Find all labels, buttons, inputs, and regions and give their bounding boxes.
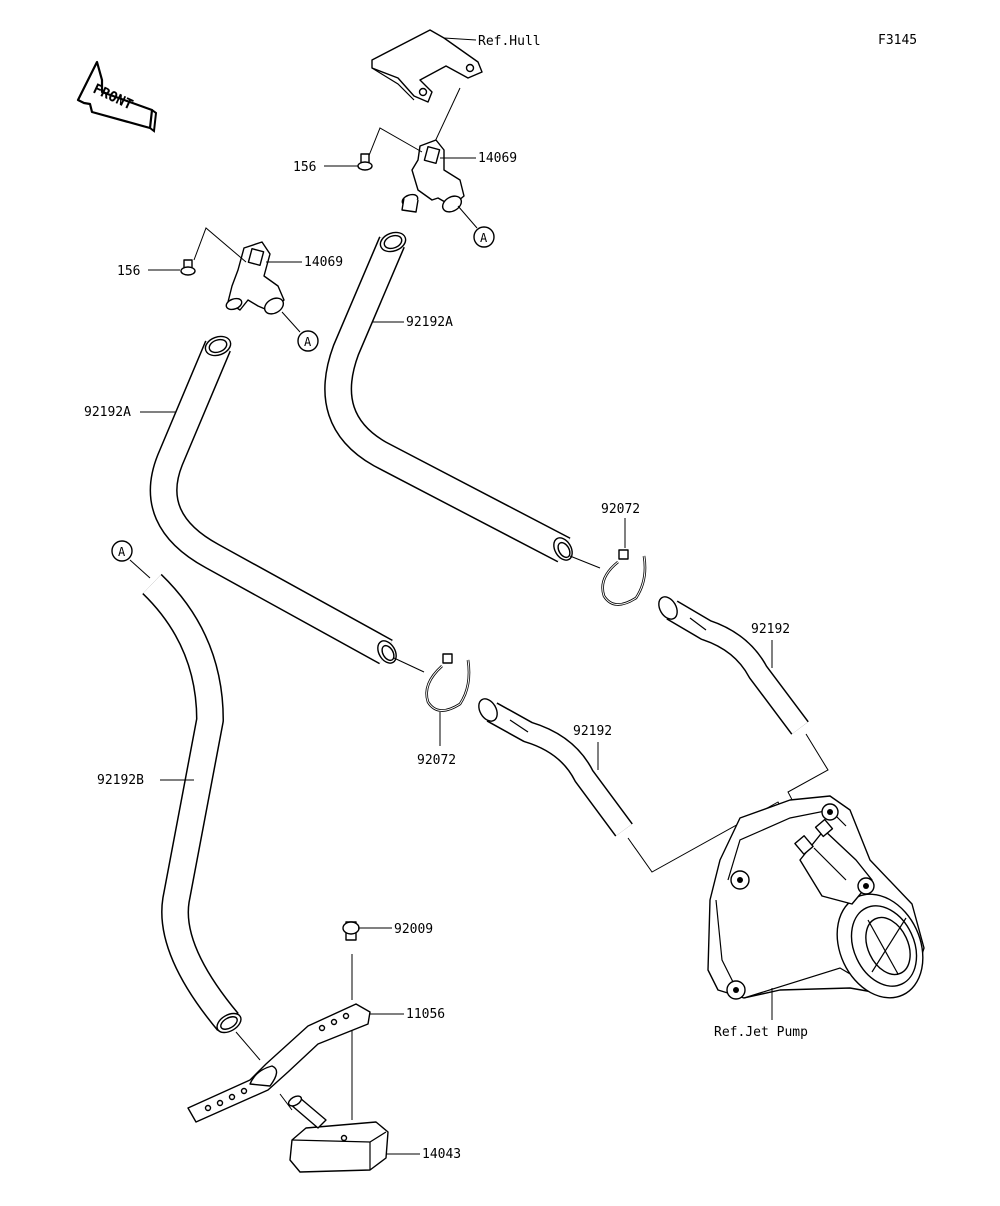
bolt-156-upper xyxy=(357,153,373,171)
marker-a-hose-leader xyxy=(129,559,151,579)
clamp-92072-upper xyxy=(601,549,647,606)
callout-92192-lower: 92192 xyxy=(573,724,612,739)
svg-text:A: A xyxy=(480,231,488,245)
hose-92192-lower xyxy=(478,698,633,837)
marker-a-middle: A xyxy=(297,330,319,352)
marker-a-hose: A xyxy=(111,540,133,562)
hose-92192b xyxy=(142,573,242,1034)
hull-bracket-reference xyxy=(371,29,483,103)
hose-fitting-upper xyxy=(401,139,465,213)
hose-92192a-left xyxy=(149,335,397,665)
hose-to-clamp-line-lower xyxy=(393,657,425,673)
jet-pump-reference xyxy=(707,795,925,1000)
hose-92192-upper xyxy=(658,596,809,735)
bracket-11056 xyxy=(187,1003,371,1123)
callout-92072-upper: 92072 xyxy=(601,502,640,517)
callout-92192b: 92192B xyxy=(97,773,144,788)
ref-hull-label: Ref.Hull xyxy=(478,34,541,49)
callout-92192a-right: 92192A xyxy=(406,315,453,330)
hull-to-fitting-line xyxy=(431,87,461,149)
callout-11056: 11056 xyxy=(406,1007,445,1022)
svg-text:A: A xyxy=(118,545,126,559)
hose-to-clamp-line-upper xyxy=(569,555,601,569)
marker-a-upper-leader xyxy=(457,205,478,229)
ref-hull-leader xyxy=(443,37,477,41)
marker-a-middle-leader xyxy=(281,311,301,333)
hose-92192a-right xyxy=(324,231,573,563)
callout-156-upper: 156 xyxy=(293,160,316,175)
bracket-to-filter-line xyxy=(279,1093,293,1111)
clamp-92072-lower xyxy=(425,653,471,712)
figure-code: F3145 xyxy=(878,33,917,48)
bolt-156-lower xyxy=(180,259,196,276)
callout-92192-upper: 92192 xyxy=(751,622,790,637)
hose-fitting-lower xyxy=(225,241,285,315)
callout-92192a-left: 92192A xyxy=(84,405,131,420)
callout-92072-lower: 92072 xyxy=(417,753,456,768)
hose-to-bracket-line xyxy=(235,1031,261,1061)
callout-92009: 92009 xyxy=(394,922,433,937)
svg-text:A: A xyxy=(304,335,312,349)
callout-14043: 14043 xyxy=(422,1147,461,1162)
screw-92009 xyxy=(342,921,360,941)
bolt-to-fitting-line-upper xyxy=(367,127,423,159)
callout-14069-upper: 14069 xyxy=(478,151,517,166)
front-direction-arrow: FRONT xyxy=(76,60,158,133)
bolt-to-fitting-line-lower xyxy=(193,227,247,263)
callout-14069-lower: 14069 xyxy=(304,255,343,270)
callout-156-lower: 156 xyxy=(117,264,140,279)
filter-14043 xyxy=(287,1095,389,1173)
marker-a-upper: A xyxy=(473,226,495,248)
ref-jet-pump-label: Ref.Jet Pump xyxy=(714,1025,808,1040)
